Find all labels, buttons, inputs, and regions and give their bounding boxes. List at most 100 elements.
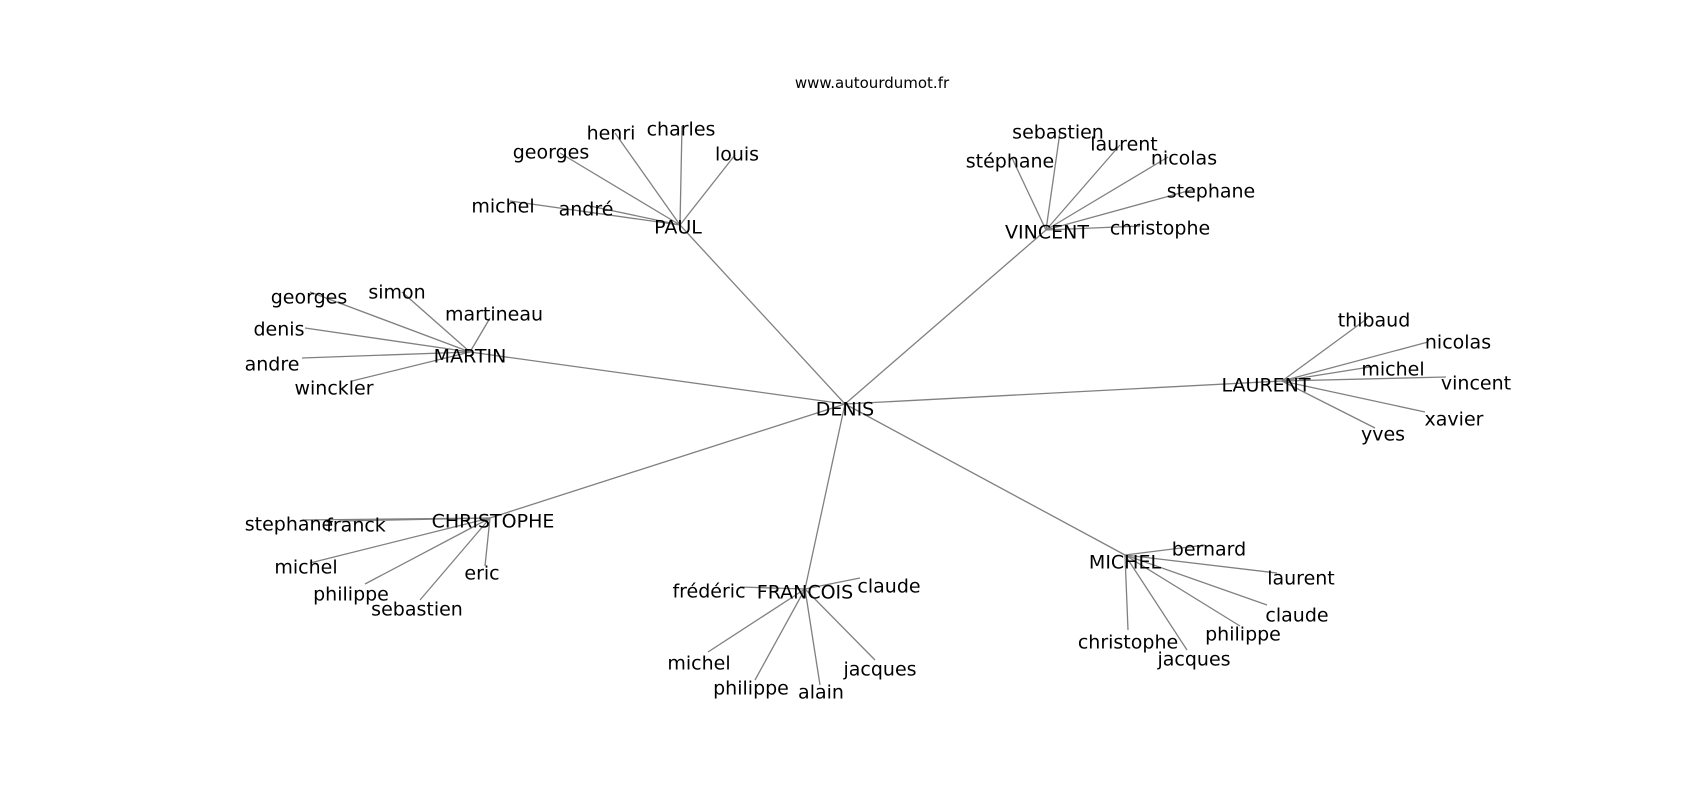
leaf-node-label: winckler — [294, 378, 373, 400]
edge-root-paul — [679, 224, 846, 405]
leaf-node-label: stéphane — [966, 151, 1055, 173]
hub-node-label: MICHEL — [1089, 552, 1162, 574]
hub-node-label: CHRISTOPHE — [432, 511, 555, 533]
leaf-node-label: xavier — [1425, 409, 1484, 431]
edge-michel-0 — [1124, 544, 1206, 556]
leaf-node-label: denis — [254, 319, 305, 341]
leaf-node-label: christophe — [1110, 218, 1210, 240]
edge-laurent-0 — [1281, 317, 1369, 382]
leaf-node-label: jacques — [1156, 649, 1230, 671]
leaf-node-label: jacques — [842, 659, 916, 681]
edge-christophe-2 — [309, 517, 491, 564]
edge-laurent-5 — [1281, 380, 1376, 429]
edge-christophe-4 — [419, 517, 491, 601]
leaf-node-label: vincent — [1441, 373, 1511, 395]
edges-layer — [301, 125, 1447, 686]
edge-martin-4 — [301, 351, 471, 359]
edge-root-laurent — [844, 380, 1283, 405]
edge-michel-1 — [1124, 554, 1278, 574]
hub-node-label: LAURENT — [1222, 375, 1311, 397]
leaf-node-label: bernard — [1172, 539, 1246, 561]
leaf-node-label: yves — [1361, 424, 1405, 446]
leaf-node-label: martineau — [445, 304, 543, 326]
leaf-node-label: christophe — [1078, 632, 1178, 654]
edge-paul-5 — [679, 154, 736, 226]
edge-vincent-5 — [1045, 225, 1141, 231]
edge-francois-2 — [707, 588, 806, 653]
leaf-node-label: philippe — [713, 678, 789, 700]
edge-root-michel — [844, 403, 1126, 556]
leaf-node-label: michel — [1361, 359, 1424, 381]
edge-paul-2 — [559, 152, 681, 226]
edge-francois-4 — [804, 588, 821, 686]
edge-paul-1 — [589, 205, 681, 226]
leaf-node-label: stephane — [245, 514, 334, 536]
edge-christophe-3 — [364, 517, 491, 585]
edge-martin-0 — [309, 291, 471, 353]
leaf-node-label: philippe — [1205, 624, 1281, 646]
edge-christophe-1 — [339, 517, 491, 522]
leaf-node-label: andre — [245, 354, 300, 376]
edge-francois-5 — [804, 588, 876, 661]
edge-laurent-1 — [1281, 341, 1429, 382]
edge-michel-2 — [1124, 554, 1268, 606]
edge-laurent-2 — [1281, 365, 1377, 382]
edge-root-francois — [804, 403, 846, 590]
leaf-node-label: laurent — [1267, 568, 1335, 590]
leaf-node-label: eric — [464, 563, 499, 585]
leaf-node-label: henri — [587, 123, 636, 145]
hub-node-label: MARTIN — [434, 346, 507, 368]
leaf-node-label: nicolas — [1151, 148, 1217, 170]
leaf-node-label: charles — [647, 119, 716, 141]
edge-michel-5 — [1124, 554, 1129, 631]
edge-francois-0 — [739, 586, 806, 590]
leaf-node-label: michel — [274, 557, 337, 579]
leaf-node-label: frédéric — [672, 581, 745, 603]
leaf-node-label: nicolas — [1425, 332, 1491, 354]
leaf-node-label: michel — [471, 196, 534, 218]
leaf-node-label: simon — [368, 282, 425, 304]
edge-michel-4 — [1124, 554, 1188, 651]
hub-node-label: FRANCOIS — [757, 582, 853, 604]
hub-node-label: PAUL — [654, 217, 702, 239]
leaf-node-label: thibaud — [1338, 310, 1411, 332]
root-node-label: DENIS — [816, 399, 875, 421]
source-url: www.autourdumot.fr — [795, 74, 950, 92]
leaf-node-label: louis — [715, 144, 759, 166]
leaf-node-label: sebastien — [371, 599, 463, 621]
edge-root-vincent — [844, 229, 1047, 405]
edge-paul-3 — [614, 132, 681, 226]
leaf-node-label: claude — [857, 576, 920, 598]
edge-root-martin — [469, 351, 846, 405]
leaf-node-label: franck — [326, 515, 386, 537]
edge-root-christophe — [489, 403, 846, 519]
edge-martin-1 — [401, 291, 471, 353]
edge-martin-5 — [351, 351, 471, 382]
leaf-node-label: sebastien — [1012, 122, 1104, 144]
leaf-node-label: claude — [1265, 605, 1328, 627]
leaf-node-label: stephane — [1167, 181, 1256, 203]
edge-paul-4 — [679, 125, 683, 226]
edge-francois-3 — [754, 588, 806, 681]
leaf-node-label: georges — [513, 142, 590, 164]
leaf-node-label: georges — [271, 287, 348, 309]
leaf-node-label: philippe — [313, 584, 389, 606]
edge-christophe-5 — [484, 517, 491, 567]
edge-vincent-3 — [1045, 156, 1169, 231]
leaf-node-label: laurent — [1090, 134, 1158, 156]
leaf-node-label: alain — [798, 682, 844, 704]
edge-vincent-2 — [1045, 144, 1121, 231]
leaf-node-label: michel — [667, 653, 730, 675]
edge-vincent-0 — [1011, 157, 1047, 231]
edge-paul-0 — [509, 200, 681, 226]
edge-laurent-3 — [1281, 376, 1447, 382]
edge-michel-3 — [1124, 554, 1241, 627]
edge-laurent-4 — [1281, 380, 1426, 413]
edge-martin-2 — [469, 317, 491, 353]
edge-francois-1 — [804, 577, 861, 590]
edge-vincent-1 — [1045, 131, 1061, 231]
leaf-node-label: andré — [559, 199, 614, 221]
hub-node-label: VINCENT — [1005, 222, 1089, 244]
